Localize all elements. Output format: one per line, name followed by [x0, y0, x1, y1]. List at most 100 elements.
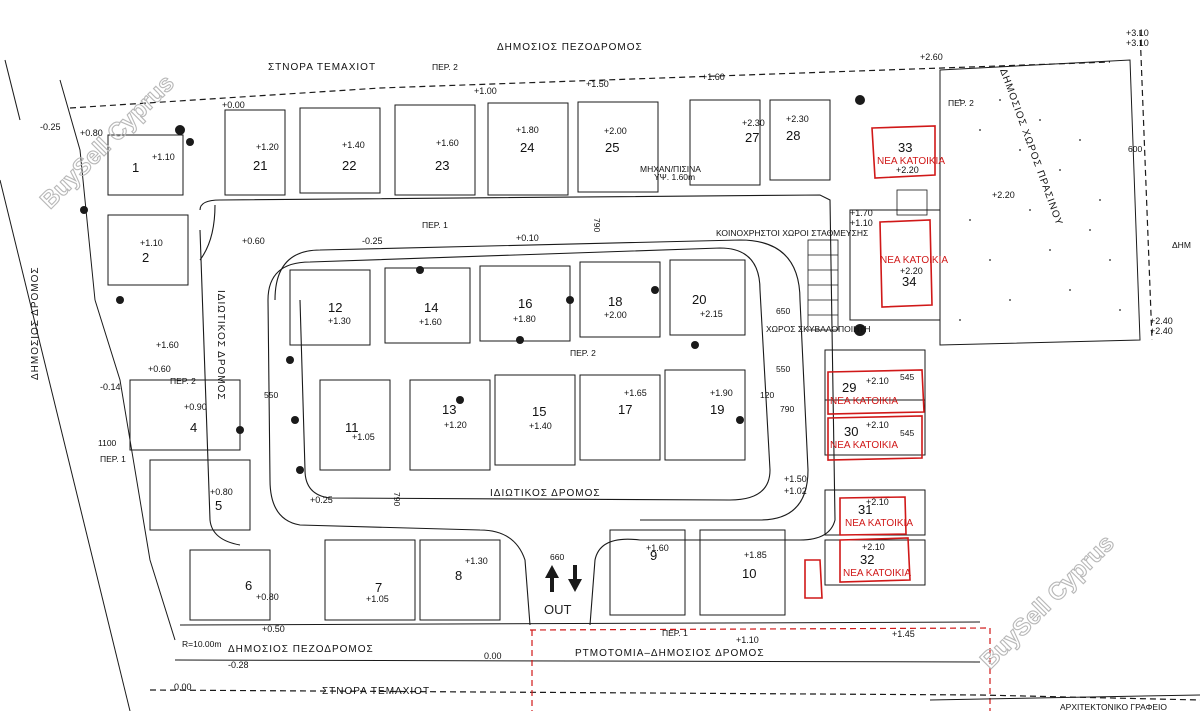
- new-plot-number: 31: [858, 502, 872, 517]
- street-label-top-walkway: ΔΗΜΟΣΙΟΣ ΠΕΖΟΔΡΟΜΟΣ: [497, 42, 643, 53]
- elevation-marker: +2.20: [992, 190, 1015, 200]
- house-footprints: [107, 99, 941, 621]
- plot-level: +1.85: [744, 550, 767, 560]
- plot-number: 13: [442, 402, 456, 417]
- new-plot-level: +2.20: [900, 266, 923, 276]
- plot-level: +1.40: [529, 421, 552, 431]
- plot-level: +2.30: [742, 118, 765, 128]
- plot-level: +1.30: [328, 316, 351, 326]
- exit-label: OUT: [544, 602, 572, 617]
- perimeter-label: ΠΕΡ. 1: [422, 220, 448, 230]
- perimeter-label: ΠΕΡ. 2: [432, 62, 458, 72]
- elevation-marker: +1.45: [892, 629, 915, 639]
- elevation-marker: +0.50: [262, 624, 285, 634]
- plot-number: 1: [132, 160, 139, 175]
- arrow-up-icon: [545, 565, 559, 592]
- plot-level: +1.20: [256, 142, 279, 152]
- new-plot-tag: ΝΕΑ ΚΑΤΟΙΚΙΑ: [830, 396, 898, 407]
- plot-number: 6: [245, 578, 252, 593]
- elevation-marker: +2.40: [1150, 326, 1173, 336]
- plot-number: 4: [190, 420, 197, 435]
- dimension: 790: [592, 218, 602, 232]
- elevation-marker: +2.60: [920, 52, 943, 62]
- plot-level: +1.80: [516, 125, 539, 135]
- new-plot-number: 34: [902, 274, 916, 289]
- plot-level: +2.30: [786, 114, 809, 124]
- elevation-marker: +1.50: [784, 474, 807, 484]
- new-plot-level: +2.20: [896, 165, 919, 175]
- elevation-marker: +1.10: [850, 218, 873, 228]
- elevation-marker: +1.50: [586, 79, 609, 89]
- street-label-public-road: ΔΗΜΟΣΙΟΣ ΔΡΟΜΟΣ: [30, 266, 41, 380]
- elevation-marker: -0.28: [228, 660, 249, 670]
- elevation-marker: -0.25: [40, 122, 61, 132]
- new-plot-number: 33: [898, 140, 912, 155]
- new-plot-tag: ΝΕΑ ΚΑΤΟΙΚΙΑ: [845, 518, 913, 529]
- new-plot-level: +2.10: [862, 542, 885, 552]
- perimeter-label: ΠΕΡ. 1: [662, 628, 688, 638]
- new-plot-tag: ΝΕΑ ΚΑΤΟΙΚΙΑ: [877, 156, 945, 167]
- plot-number: 21: [253, 158, 267, 173]
- plot-level: +1.05: [366, 594, 389, 604]
- plot-number: 7: [375, 580, 382, 595]
- elevation-marker: +0.80: [80, 128, 103, 138]
- plot-number: 15: [532, 404, 546, 419]
- elevation-marker: +0.60: [242, 236, 265, 246]
- elevation-markers: +0.00 -0.25 +0.80 +0.60 -0.25 +0.10 +1.0…: [40, 28, 1173, 692]
- plot-number: 22: [342, 158, 356, 173]
- plot-boundaries: [0, 29, 1200, 711]
- plot-number: 18: [608, 294, 622, 309]
- dimension: 550: [264, 390, 278, 400]
- street-label-setback-road: ΡΤΜΟΤΟΜΙΑ–ΔΗΜΟΣΙΟΣ ΔΡΟΜΟΣ: [575, 648, 765, 659]
- elevation-marker: +1.70: [850, 208, 873, 218]
- perimeter-labels: ΠΕΡ. 2 ΠΕΡ. 1 ΠΕΡ. 2 ΠΕΡ. 2 ΠΕΡ. 1 ΠΕΡ. …: [100, 62, 974, 638]
- plot-number: 24: [520, 140, 534, 155]
- plot-level: +1.80: [513, 314, 536, 324]
- elevation-marker: +1.60: [156, 340, 179, 350]
- plot-level: +2.00: [604, 310, 627, 320]
- plot-number: 10: [742, 566, 756, 581]
- plot-number: 27: [745, 130, 759, 145]
- plot-level: +1.10: [140, 238, 163, 248]
- dimension: 545: [900, 372, 914, 382]
- elevation-marker: 0.00: [174, 682, 192, 692]
- office-caption: ΑΡΧΙΤΕΚΤΟΝΙΚΟ ΓΡΑΦΕΙΟ: [1060, 702, 1167, 711]
- plot-level: +1.65: [624, 388, 647, 398]
- new-plot-level: +2.10: [866, 420, 889, 430]
- street-label-green-space: ΔΗΜΟΣΙΟΣ ΧΩΡΟΣ ΠΡΑΣΙΝΟΥ: [997, 67, 1064, 227]
- plot-number: 25: [605, 140, 619, 155]
- dimension-labels: 600 790 550 1100 660 790 550 545 545 650…: [98, 144, 1142, 562]
- plot-level: +0.90: [184, 402, 207, 412]
- plot-number: 19: [710, 402, 724, 417]
- dimension: 790: [780, 404, 794, 414]
- trees: [80, 95, 866, 474]
- new-plot-tag: ΝΕΑ ΚΑΤΟΙΚΙΑ: [843, 568, 911, 579]
- dimension: 600: [1128, 144, 1142, 154]
- pump-level-label: ΥΨ. 1.60m: [654, 172, 695, 182]
- new-plot-number: 32: [860, 552, 874, 567]
- elevation-marker: +1.60: [702, 72, 725, 82]
- new-dwelling-labels: 33 ΝΕΑ ΚΑΤΟΙΚΙΑ +2.20 ΝΕΑ ΚΑΤΟΙΚΙΑ +2.20…: [830, 140, 948, 579]
- plot-number: 16: [518, 296, 532, 311]
- elevation-marker: +0.00: [222, 100, 245, 110]
- elevation-marker: +1.00: [474, 86, 497, 96]
- green-dots: [959, 99, 1121, 321]
- parking-spaces: [807, 189, 928, 331]
- perimeter-label: ΠΕΡ. 2: [948, 98, 974, 108]
- plot-level: +1.20: [444, 420, 467, 430]
- annotations: ΚΟΙΝΟΧΡΗΣΤΟΙ ΧΩΡΟΙ ΣΤΑΘΜΕΥΣΗΣ ΧΩΡΟΣ ΣΚΥΒ…: [182, 164, 871, 649]
- plot-level: +1.60: [646, 543, 669, 553]
- plot-number: 5: [215, 498, 222, 513]
- plot-number: 9: [650, 548, 657, 563]
- new-plot-level: +2.10: [866, 376, 889, 386]
- dimension: 790: [392, 492, 402, 506]
- street-label-bottom-walkway: ΔΗΜΟΣΙΟΣ ΠΕΖΟΔΡΟΜΟΣ: [228, 644, 374, 655]
- street-label-private-road: ΙΔΙΩΤΙΚΟΣ ΔΡΟΜΟΣ: [490, 488, 601, 499]
- elevation-marker: +0.60: [148, 364, 171, 374]
- plot-level: +0.80: [210, 487, 233, 497]
- plot-number: 2: [142, 250, 149, 265]
- dimension: 545: [900, 428, 914, 438]
- plot-number: 20: [692, 292, 706, 307]
- plot-level: +1.40: [342, 140, 365, 150]
- pump-room-label: ΜΗΧΑΝ/ΠΙΣΙΝΑ: [640, 164, 701, 174]
